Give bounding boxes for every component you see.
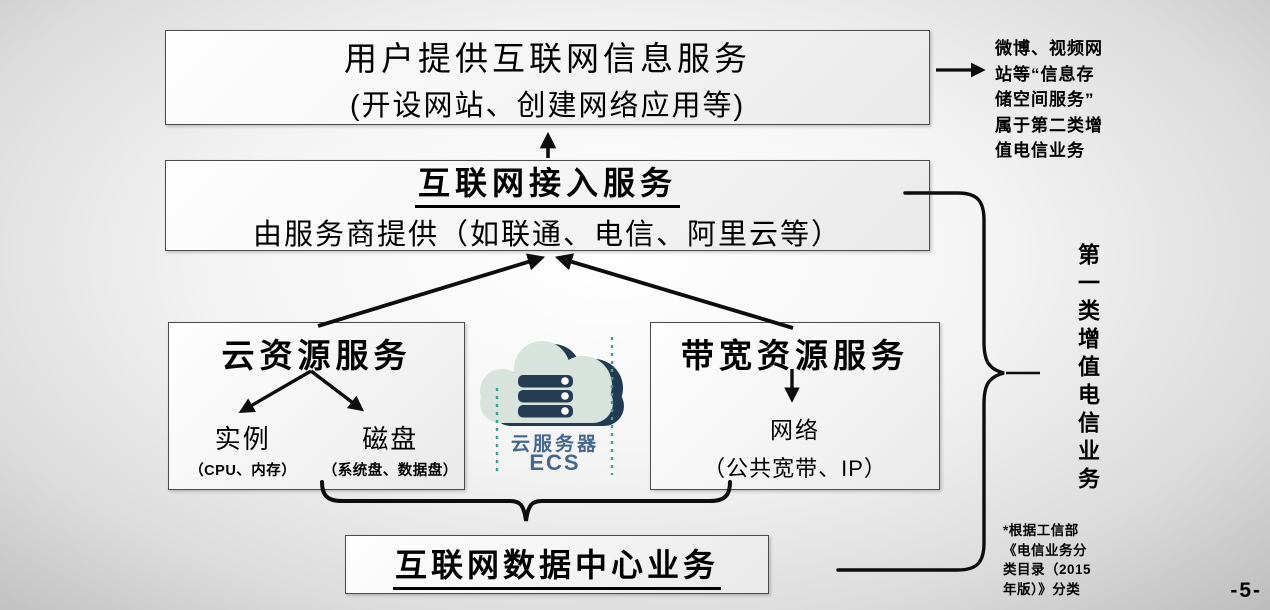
server-stack-icon (518, 375, 573, 418)
box-internet-info-service: 用户提供互联网信息服务 (开设网站、创建网络应用等) (165, 30, 930, 125)
box-internet-access-service: 互联网接入服务 由服务商提供（如联通、电信、阿里云等） (165, 160, 930, 251)
first-category-label: 第一类增值电信业务 (1075, 243, 1100, 495)
box-idc-business: 互联网数据中心业务 (345, 535, 769, 594)
info-service-line1: 用户提供互联网信息服务 (344, 39, 751, 77)
disk-label: 磁盘 (362, 424, 419, 454)
disk-sub: （系统盘、数据盘） (322, 463, 458, 479)
note-line: 站等“信息存 (995, 64, 1095, 84)
instance-sub: （CPU、内存） (189, 463, 297, 479)
cloud-server-graphic (480, 337, 624, 475)
cloud-resource-title: 云资源服务 (221, 337, 412, 374)
footnote: *根据工信部 《电信业务分 类目录（2015 年版）》分类 (1003, 521, 1091, 599)
footnote-line: *根据工信部 (1003, 523, 1079, 538)
access-service-title: 互联网接入服务 (414, 158, 680, 208)
page-number: -5- (1230, 579, 1262, 602)
ecs-label-cn: 云服务器 (510, 434, 599, 455)
network-label: 网络 (770, 417, 820, 443)
network-item: 网络 （公共宽带、IP） (651, 411, 939, 483)
footnote-line: 年版）》分类 (1003, 581, 1081, 597)
instance-item: 实例 （CPU、内存） (169, 419, 317, 480)
second-category-note: 微博、视频网 站等“信息存 储空间服务” 属于第二类增 值电信业务 (995, 36, 1165, 164)
note-line: 微博、视频网 (995, 39, 1103, 58)
idc-title: 互联网数据中心业务 (392, 540, 721, 590)
note-line: 属于第二类增 (995, 115, 1103, 135)
info-service-line2: (开设网站、创建网络应用等) (349, 89, 746, 122)
note-line: 储空间服务” (995, 90, 1095, 109)
box-bandwidth-resource-service: 带宽资源服务 网络 （公共宽带、IP） (650, 322, 940, 490)
server-led-dots (561, 377, 569, 415)
access-service-subtitle: 由服务商提供（如联通、电信、阿里云等） (252, 219, 842, 251)
footnote-line: 类目录（2015 (1003, 562, 1092, 577)
network-sub: （公共宽带、IP） (703, 456, 887, 481)
note-line: 值电信业务 (995, 141, 1085, 160)
ecs-cloud-icon: 云服务器 ECS (470, 333, 640, 483)
cloud-resource-children: 实例 （CPU、内存） 磁盘 （系统盘、数据盘） (169, 419, 464, 480)
disk-item: 磁盘 （系统盘、数据盘） (317, 419, 465, 480)
box-cloud-resource-service: 云资源服务 实例 （CPU、内存） 磁盘 （系统盘、数据盘） (168, 322, 465, 490)
footnote-line: 《电信业务分 (1003, 542, 1087, 558)
bandwidth-resource-title: 带宽资源服务 (681, 337, 909, 374)
arrow-bandwidth-to-access (554, 253, 794, 330)
arrow-cloudres-to-access (317, 253, 546, 328)
instance-label: 实例 (214, 424, 271, 454)
ecs-label-en: ECS (529, 450, 581, 475)
